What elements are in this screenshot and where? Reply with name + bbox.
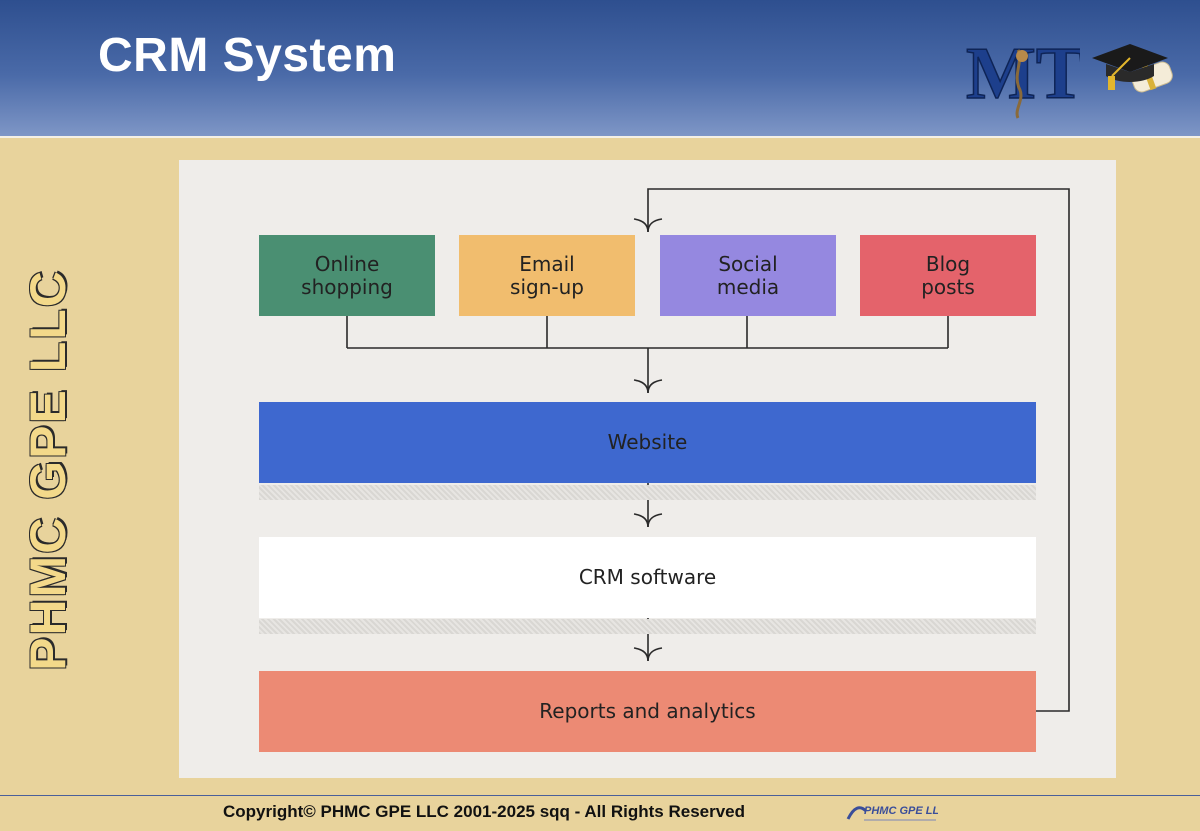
crm-flow-diagram: Online shopping Email sign-up Social med… — [179, 160, 1116, 778]
source-box-blog-posts: Blog posts — [860, 235, 1036, 316]
footer-divider — [0, 795, 1200, 796]
merge-arrow-head — [633, 379, 663, 394]
mt-logo-text: MT — [966, 33, 1080, 115]
feedback-loop-arrow — [633, 218, 663, 233]
source-connector-lines — [346, 316, 949, 349]
crm-to-reports-arrow — [633, 647, 663, 662]
source-box-email-signup: Email sign-up — [459, 235, 635, 316]
reports-analytics-box: Reports and analytics — [259, 671, 1036, 752]
source-label: Social media — [716, 251, 780, 299]
crm-software-box: CRM software — [259, 537, 1036, 618]
reports-analytics-label: Reports and analytics — [539, 699, 756, 723]
website-box: Website — [259, 402, 1036, 483]
website-to-crm-arrow — [633, 513, 663, 528]
source-label: Email sign-up — [510, 251, 584, 299]
mt-logo: MT — [965, 32, 1080, 119]
website-label: Website — [607, 430, 688, 454]
website-shadow-hatch — [259, 485, 1036, 500]
footer-logo-text: PHMC GPE LLC — [864, 805, 938, 817]
header-divider — [0, 136, 1200, 138]
slide-header: CRM System MT — [0, 0, 1200, 136]
slide-title: CRM System — [98, 29, 397, 82]
side-brand-text: PHMC GPE LLC — [20, 269, 76, 671]
crm-shadow-hatch — [259, 619, 1036, 634]
source-label: Online shopping — [301, 251, 393, 299]
source-box-online-shopping: Online shopping — [259, 235, 435, 316]
crm-software-label: CRM software — [578, 565, 717, 589]
footer-logo: PHMC GPE LLC — [846, 805, 938, 821]
graduation-cap-icon — [1092, 44, 1173, 93]
copyright-text: Copyright© PHMC GPE LLC 2001-2025 sqq - … — [223, 802, 746, 821]
feedback-loop-line — [647, 188, 1070, 712]
source-box-social-media: Social media — [660, 235, 836, 316]
source-label: Blog posts — [921, 251, 975, 299]
